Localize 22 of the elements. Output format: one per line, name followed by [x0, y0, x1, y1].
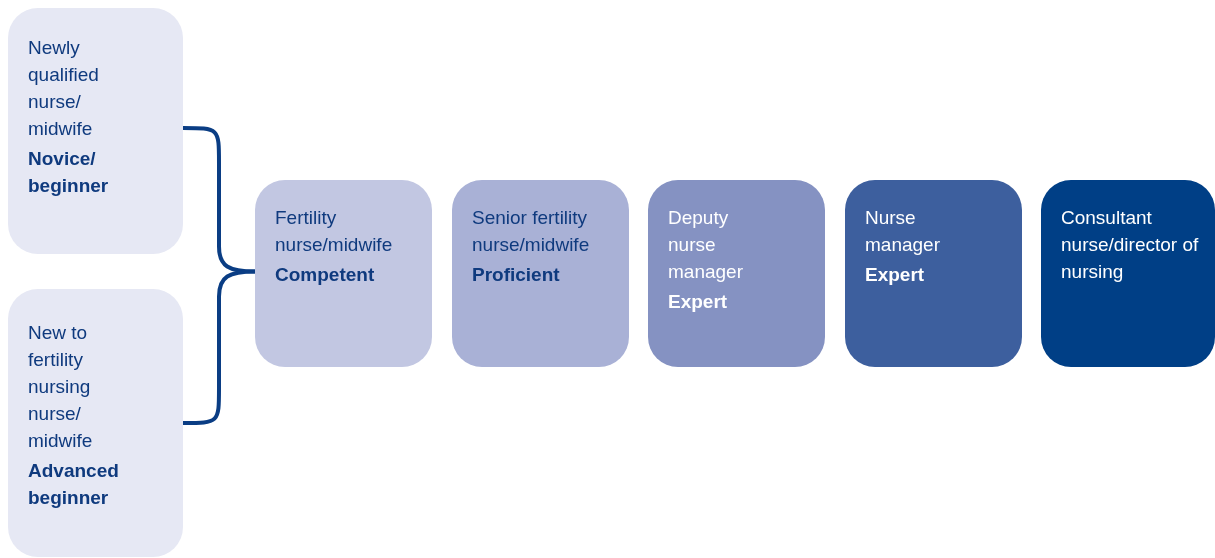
competence-level: Novice/ beginner: [28, 147, 110, 198]
role-title: Newly qualified nurse/ midwife: [28, 36, 100, 141]
role-box: [452, 180, 629, 367]
role-title: New to fertility nursing nurse/ midwife: [28, 321, 94, 453]
bracket-line: [183, 269, 256, 425]
role-box: [1041, 180, 1215, 367]
competence-level: Expert: [668, 290, 729, 314]
bracket-line: [183, 126, 256, 274]
role-box: [255, 180, 432, 367]
competence-level: Expert: [865, 263, 926, 287]
role-box: [648, 180, 825, 367]
role-title: Fertility nurse/midwife: [275, 206, 394, 257]
role-box: [8, 289, 183, 557]
role-box: [8, 8, 183, 254]
role-title: Senior fertility nurse/midwife: [472, 206, 591, 257]
competence-level: Advanced beginner: [28, 459, 120, 510]
role-box: [845, 180, 1022, 367]
role-title: Consultant nurse/director of nursing: [1061, 206, 1200, 284]
role-title: Deputy nurse manager: [668, 206, 744, 284]
role-title: Nurse manager: [865, 206, 941, 257]
competence-level: Competent: [275, 263, 376, 287]
competence-level: Proficient: [472, 263, 561, 287]
